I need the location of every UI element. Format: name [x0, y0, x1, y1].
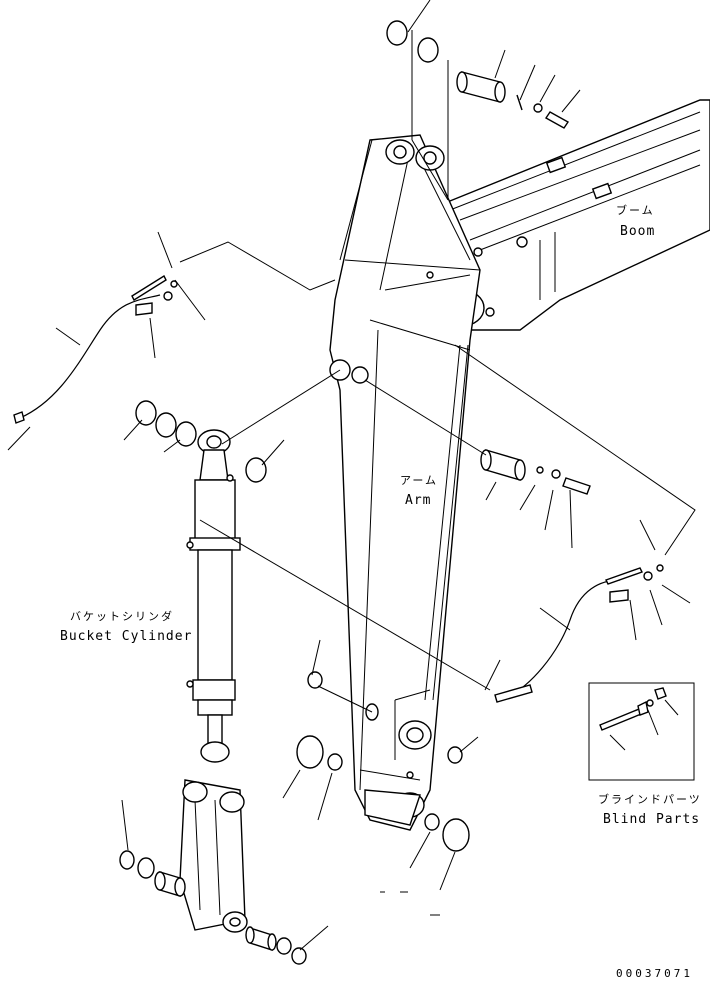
bucket-cylinder-label-en: Bucket Cylinder [60, 629, 192, 644]
bucket-links [179, 779, 248, 933]
right-grease-line [494, 564, 664, 703]
boom-label-jp: ブーム [616, 203, 655, 217]
boom [439, 99, 710, 331]
drawing-code: 00037071 [616, 967, 693, 980]
blind-parts-label-en: Blind Parts [603, 812, 700, 827]
lower-seals [119, 671, 470, 965]
top-pin-assembly [386, 20, 570, 129]
arm-label-en: Arm [405, 493, 431, 508]
arm-label-jp: アーム [400, 474, 438, 487]
bucket-cylinder [186, 429, 241, 763]
middle-pin-assembly [480, 449, 591, 495]
bucket-cylinder-label-jp: バケットシリンダ [70, 609, 174, 623]
blind-parts-box [588, 682, 695, 781]
cylinder-head-washers [135, 400, 267, 483]
blind-parts-label-jp: ブラインドパーツ [598, 792, 702, 806]
left-grease-line [13, 274, 178, 424]
arm [329, 134, 481, 831]
leader-lines [7, 0, 696, 951]
boom-label-en: Boom [620, 224, 655, 239]
